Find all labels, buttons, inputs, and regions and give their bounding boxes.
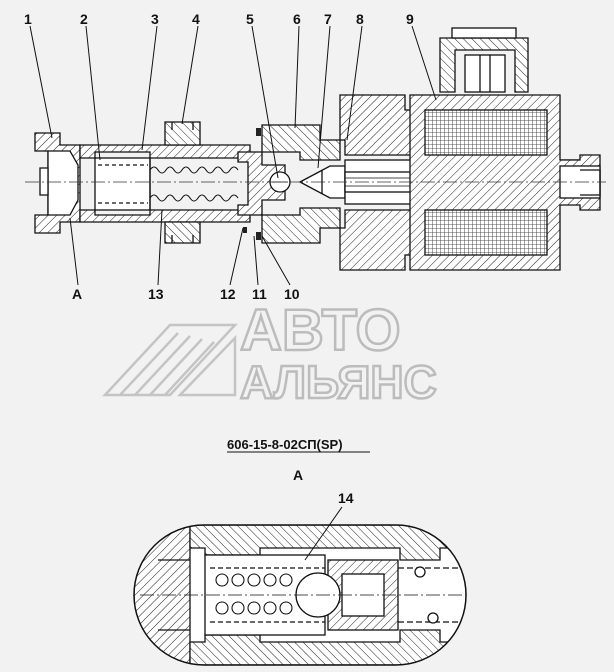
callout-10: 10 [284,286,300,302]
left-fitting-bore [47,150,79,216]
callout-2: 2 [80,11,88,27]
leader-lines [29,25,437,286]
coil-winding-top [424,109,548,156]
detail-view-a: 14 [133,490,467,666]
view-label: A [293,467,303,483]
watermark-logo [102,323,238,397]
watermark-line2: АЛЬЯНС [240,356,437,408]
body-sleeve-bottom [79,209,251,223]
callout-11: 11 [252,286,267,302]
connector [439,37,529,93]
housing-top [261,124,341,161]
spring [149,166,239,202]
callouts-top: 1 2 3 4 5 6 7 8 9 [24,11,414,27]
ring-top [164,121,201,146]
armature-sleeve-bottom [339,209,421,271]
callout-5: 5 [246,11,254,27]
detail-spring [215,573,293,615]
coil-winding-bottom [424,209,548,256]
callout-a: A [72,286,82,302]
designation: 606-15-8-02СП(SP) [227,437,343,452]
callout-4: 4 [192,11,200,27]
ring-bottom [164,221,201,244]
detail-body-top [189,525,466,561]
callout-13: 13 [148,286,164,302]
watermark-line1: АВТО [240,298,401,363]
callout-1: 1 [24,11,32,27]
callouts-bottom: A 13 12 11 10 [72,286,300,302]
body-sleeve-top [79,144,251,159]
valve-section [25,27,606,271]
piston [94,157,151,211]
housing-bottom [261,207,341,244]
callout-6: 6 [293,11,301,27]
callout-3: 3 [151,11,159,27]
callout-8: 8 [356,11,364,27]
callout-14: 14 [338,490,354,506]
callout-7: 7 [324,11,332,27]
callout-12: 12 [220,286,236,302]
watermark: АВТО АЛЬЯНС [102,297,438,409]
callout-9: 9 [406,11,414,27]
